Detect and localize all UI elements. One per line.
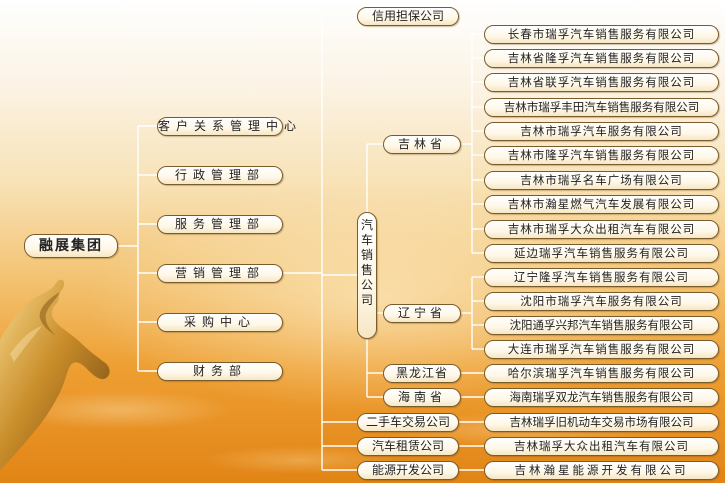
- liaoning-dealer-3: 沈阳通孚兴邦汽车销售服务有限公司: [484, 316, 719, 335]
- jilin-dealer-7: 吉林市瑞孚名车广场有限公司: [484, 171, 719, 190]
- province-heilongjiang: 黑龙江省: [383, 364, 461, 383]
- jilin-dealer-1: 长春市瑞孚汽车销售服务有限公司: [484, 25, 719, 44]
- jilin-dealer-2: 吉林省隆孚汽车销售服务有限公司: [484, 49, 719, 68]
- jilin-dealer-4: 吉林市瑞孚丰田汽车销售服务有限公司: [484, 98, 719, 117]
- dept-finance: 财务部: [157, 362, 283, 381]
- dept-marketing-management: 营销管理部: [157, 264, 283, 283]
- credit-guarantee-company: 信用担保公司: [357, 7, 459, 26]
- golden-horse-statue: [0, 279, 110, 470]
- liaoning-dealer-4: 大连市瑞孚汽车销售服务有限公司: [484, 340, 719, 359]
- energy-development-subsidiary: 吉林瀚星能源开发有限公司: [484, 461, 719, 480]
- liaoning-dealer-1: 辽宁隆孚汽车销售服务有限公司: [484, 268, 719, 287]
- jilin-dealer-5: 吉林市瑞孚汽车服务有限公司: [484, 122, 719, 141]
- province-hainan: 海南省: [383, 388, 461, 407]
- energy-development-company: 能源开发公司: [357, 461, 459, 480]
- dept-administration: 行政管理部: [157, 166, 283, 185]
- jilin-dealer-9: 吉林市瑞孚大众出租汽车有限公司: [484, 220, 719, 239]
- liaoning-dealer-2: 沈阳市瑞孚汽车服务有限公司: [484, 292, 719, 311]
- jilin-dealer-3: 吉林省联孚汽车销售服务有限公司: [484, 73, 719, 92]
- dept-procurement-center: 采购中心: [157, 313, 283, 332]
- jilin-dealer-8: 吉林市瀚星燃气汽车发展有限公司: [484, 195, 719, 214]
- jilin-dealer-10: 延边瑞孚汽车销售服务有限公司: [484, 244, 719, 263]
- heilongjiang-dealer: 哈尔滨瑞孚汽车销售服务有限公司: [484, 364, 719, 383]
- used-car-trading-company: 二手车交易公司: [357, 413, 459, 432]
- used-car-market-company: 吉林瑞孚旧机动车交易市场有限公司: [484, 413, 719, 432]
- group-root-node: 融展集团: [24, 234, 118, 258]
- province-liaoning: 辽宁省: [383, 304, 461, 323]
- hainan-dealer: 海南瑞孚双龙汽车销售服务有限公司: [484, 388, 719, 407]
- jilin-dealer-6: 吉林市隆孚汽车销售服务有限公司: [484, 146, 719, 165]
- dept-service-management: 服务管理部: [157, 215, 283, 234]
- dept-customer-relations: 客户关系管理中心: [157, 117, 296, 136]
- taxi-company: 吉林瑞孚大众出租汽车有限公司: [484, 437, 719, 456]
- province-jilin: 吉林省: [383, 135, 461, 154]
- car-rental-company: 汽车租赁公司: [357, 437, 459, 456]
- auto-sales-company: 汽车销售公司: [357, 212, 377, 339]
